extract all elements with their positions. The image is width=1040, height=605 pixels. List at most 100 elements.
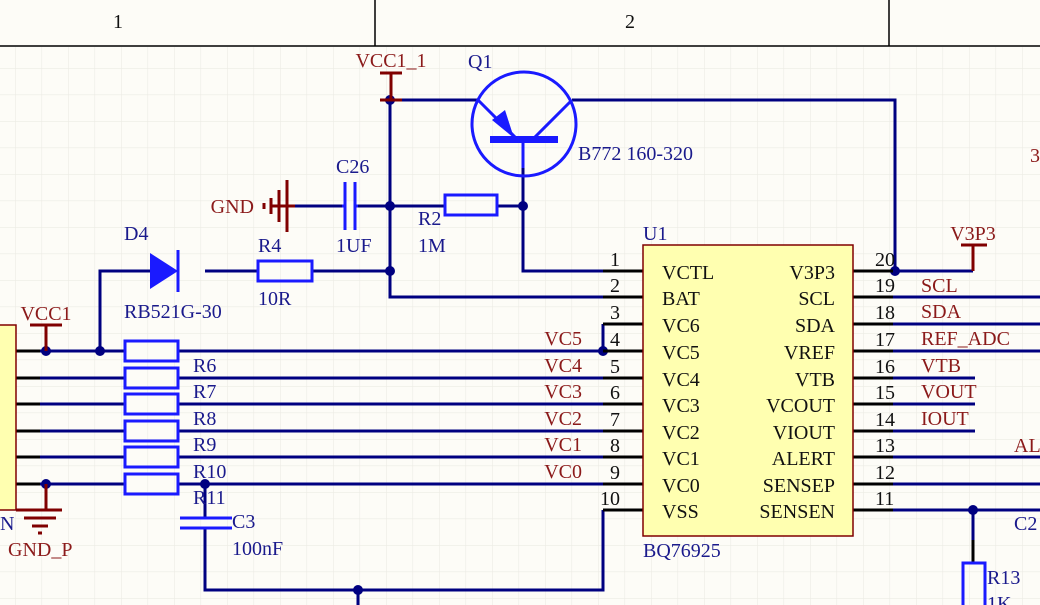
- svg-text:1K: 1K: [987, 593, 1012, 605]
- power-port-vcc1: VCC1: [20, 303, 72, 351]
- pin-name: SDA: [795, 315, 836, 337]
- pin-name: VC3: [662, 395, 700, 417]
- pin-name: SENSEP: [763, 475, 835, 497]
- resistor-label: R8: [193, 408, 216, 430]
- pin-name: VCOUT: [766, 395, 835, 417]
- pin-number: 8: [610, 435, 620, 457]
- svg-text:V3P3: V3P3: [950, 223, 996, 245]
- power-port-gnd-p: GND_P: [8, 484, 72, 561]
- svg-text:VTB: VTB: [921, 355, 961, 377]
- net-labels-right: SCL SDA REF_ADC VTB VOUT IOUT AL 3 C2: [921, 145, 1040, 535]
- svg-text:C26: C26: [336, 156, 369, 178]
- pin-name: SCL: [798, 288, 835, 310]
- svg-text:AL: AL: [1014, 435, 1040, 457]
- pin-number: 18: [875, 302, 895, 324]
- pin-number: 20: [875, 249, 895, 271]
- svg-text:SCL: SCL: [921, 275, 958, 297]
- svg-text:SDA: SDA: [921, 301, 962, 323]
- pin-number: 19: [875, 275, 895, 297]
- pin-name: VC4: [662, 369, 700, 391]
- svg-text:U1: U1: [643, 223, 667, 245]
- connector-label: N: [0, 513, 14, 535]
- zone-label: 1: [113, 11, 123, 33]
- pin-name: V3P3: [789, 262, 835, 284]
- connector[interactable]: [0, 324, 17, 511]
- pin-number: 11: [875, 488, 894, 510]
- power-port-v3p3: V3P3: [950, 223, 996, 271]
- pin-name: VREF: [784, 342, 835, 364]
- capacitor-c26[interactable]: C26 1UF: [336, 156, 372, 257]
- pin-name: VC1: [662, 448, 700, 470]
- grid: [0, 47, 1040, 605]
- pin-name: VC2: [662, 422, 700, 444]
- svg-text:C3: C3: [232, 511, 255, 533]
- svg-text:RB521G-30: RB521G-30: [124, 301, 222, 323]
- svg-text:R13: R13: [987, 567, 1020, 589]
- pin-name: VC6: [662, 315, 700, 337]
- resistor-r4[interactable]: R4 10R: [256, 235, 314, 310]
- resistor-label: R7: [193, 381, 216, 403]
- pin-name: VC0: [662, 475, 700, 497]
- svg-text:10R: 10R: [258, 288, 292, 310]
- svg-text:IOUT: IOUT: [921, 408, 969, 430]
- svg-text:Q1: Q1: [468, 51, 492, 73]
- svg-text:B772 160-320: B772 160-320: [578, 143, 693, 165]
- resistor-label: R10: [193, 461, 226, 483]
- net-labels-left: VC5 VC4 VC3 VC2 VC1 VC0: [544, 328, 582, 483]
- pin-name: VC5: [662, 342, 700, 364]
- svg-text:VC0: VC0: [544, 461, 582, 483]
- pin-number: 16: [875, 356, 895, 378]
- pin-number: 7: [610, 409, 620, 431]
- pin-name: VIOUT: [773, 422, 835, 444]
- pin-number: 5: [610, 356, 620, 378]
- junctions: [41, 95, 978, 595]
- resistor-array[interactable]: R6 R7 R8 R9 R10 R11: [123, 339, 226, 509]
- power-port-gnd: GND: [211, 180, 295, 232]
- pin-number: 4: [610, 329, 620, 351]
- wires[interactable]: [16, 98, 1040, 605]
- svg-text:VCC1: VCC1: [20, 303, 71, 325]
- svg-text:VC4: VC4: [544, 355, 582, 377]
- sheet-border: 1 2: [0, 0, 1040, 47]
- svg-text:GND: GND: [211, 196, 254, 218]
- pin-number: 14: [875, 409, 895, 431]
- svg-text:VOUT: VOUT: [921, 381, 977, 403]
- resistor-r13[interactable]: R13 1K: [961, 540, 1020, 605]
- pin-name: VSS: [662, 501, 699, 523]
- svg-text:100nF: 100nF: [232, 538, 283, 560]
- pin-name: BAT: [662, 288, 700, 310]
- power-port-vcc1-1: VCC1_1: [355, 50, 427, 102]
- pin-name: SENSEN: [759, 501, 835, 523]
- transistor-q1[interactable]: Q1 B772 160-320: [468, 51, 693, 178]
- svg-text:VCC1_1: VCC1_1: [355, 50, 426, 72]
- pin-number: 13: [875, 435, 895, 457]
- ic-u1[interactable]: U1 BQ76925 1VCTL2BAT3VC64VC55VC46VC37VC2…: [600, 223, 895, 562]
- zone-label: 2: [625, 11, 635, 33]
- pin-name: VCTL: [662, 262, 714, 284]
- svg-text:VC3: VC3: [544, 381, 582, 403]
- svg-text:VC2: VC2: [544, 408, 582, 430]
- resistor-r2[interactable]: R2 1M: [418, 193, 499, 257]
- svg-text:R4: R4: [258, 235, 281, 257]
- svg-text:VC1: VC1: [544, 434, 582, 456]
- svg-text:BQ76925: BQ76925: [643, 540, 721, 562]
- pin-number: 2: [610, 275, 620, 297]
- svg-text:R2: R2: [418, 208, 441, 230]
- pin-number: 17: [875, 329, 895, 351]
- pin-number: 15: [875, 382, 895, 404]
- pin-number: 1: [610, 249, 620, 271]
- pin-number: 10: [600, 488, 620, 510]
- resistor-label: R9: [193, 434, 216, 456]
- pin-number: 9: [610, 462, 620, 484]
- resistor-label: R11: [193, 487, 226, 509]
- pin-name: ALERT: [772, 448, 835, 470]
- svg-text:GND_P: GND_P: [8, 539, 72, 561]
- capacitor-c3[interactable]: C3 100nF: [180, 511, 283, 560]
- diode-d4[interactable]: D4 RB521G-30: [124, 223, 222, 323]
- svg-text:REF_ADC: REF_ADC: [921, 328, 1010, 350]
- svg-text:C2: C2: [1014, 513, 1037, 535]
- pin-number: 6: [610, 382, 620, 404]
- resistor-label: R6: [193, 355, 216, 377]
- svg-text:D4: D4: [124, 223, 148, 245]
